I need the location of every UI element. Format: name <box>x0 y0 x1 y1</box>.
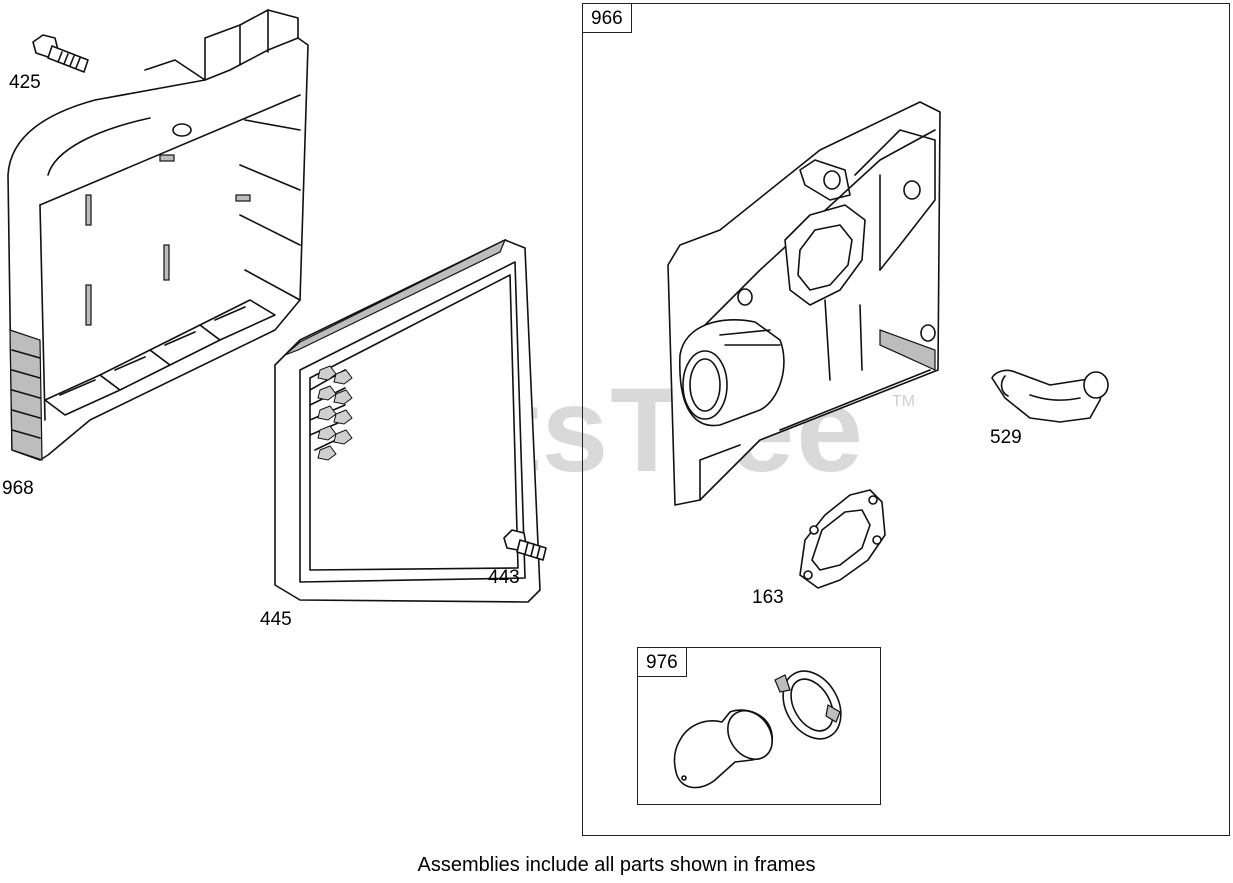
callout-425[interactable]: 425 <box>9 72 41 93</box>
frame-label-976: 976 <box>638 648 687 677</box>
callout-163[interactable]: 163 <box>752 587 784 608</box>
frame-label-966: 966 <box>583 4 632 33</box>
part-529-elbow[interactable] <box>991 369 1109 423</box>
part-966-housing[interactable] <box>667 101 941 506</box>
footer-note: Assemblies include all parts shown in fr… <box>417 854 816 876</box>
part-976-cup[interactable] <box>673 702 781 789</box>
frame-assembly-976: 976 <box>637 647 881 805</box>
part-163-gasket[interactable] <box>799 489 886 589</box>
callout-529[interactable]: 529 <box>990 427 1022 448</box>
callout-445[interactable]: 445 <box>260 609 292 630</box>
frame-assembly-966: 966 <box>582 3 1230 836</box>
callout-443[interactable]: 443 <box>488 567 520 588</box>
part-425-bolt[interactable] <box>32 34 89 73</box>
part-976-clamp[interactable] <box>771 661 852 749</box>
part-968-base[interactable] <box>7 9 309 461</box>
watermark-tm: TM <box>892 393 916 410</box>
callout-968[interactable]: 968 <box>2 478 34 499</box>
part-445-filter[interactable] <box>274 238 541 603</box>
part-443-screw[interactable] <box>503 529 547 561</box>
